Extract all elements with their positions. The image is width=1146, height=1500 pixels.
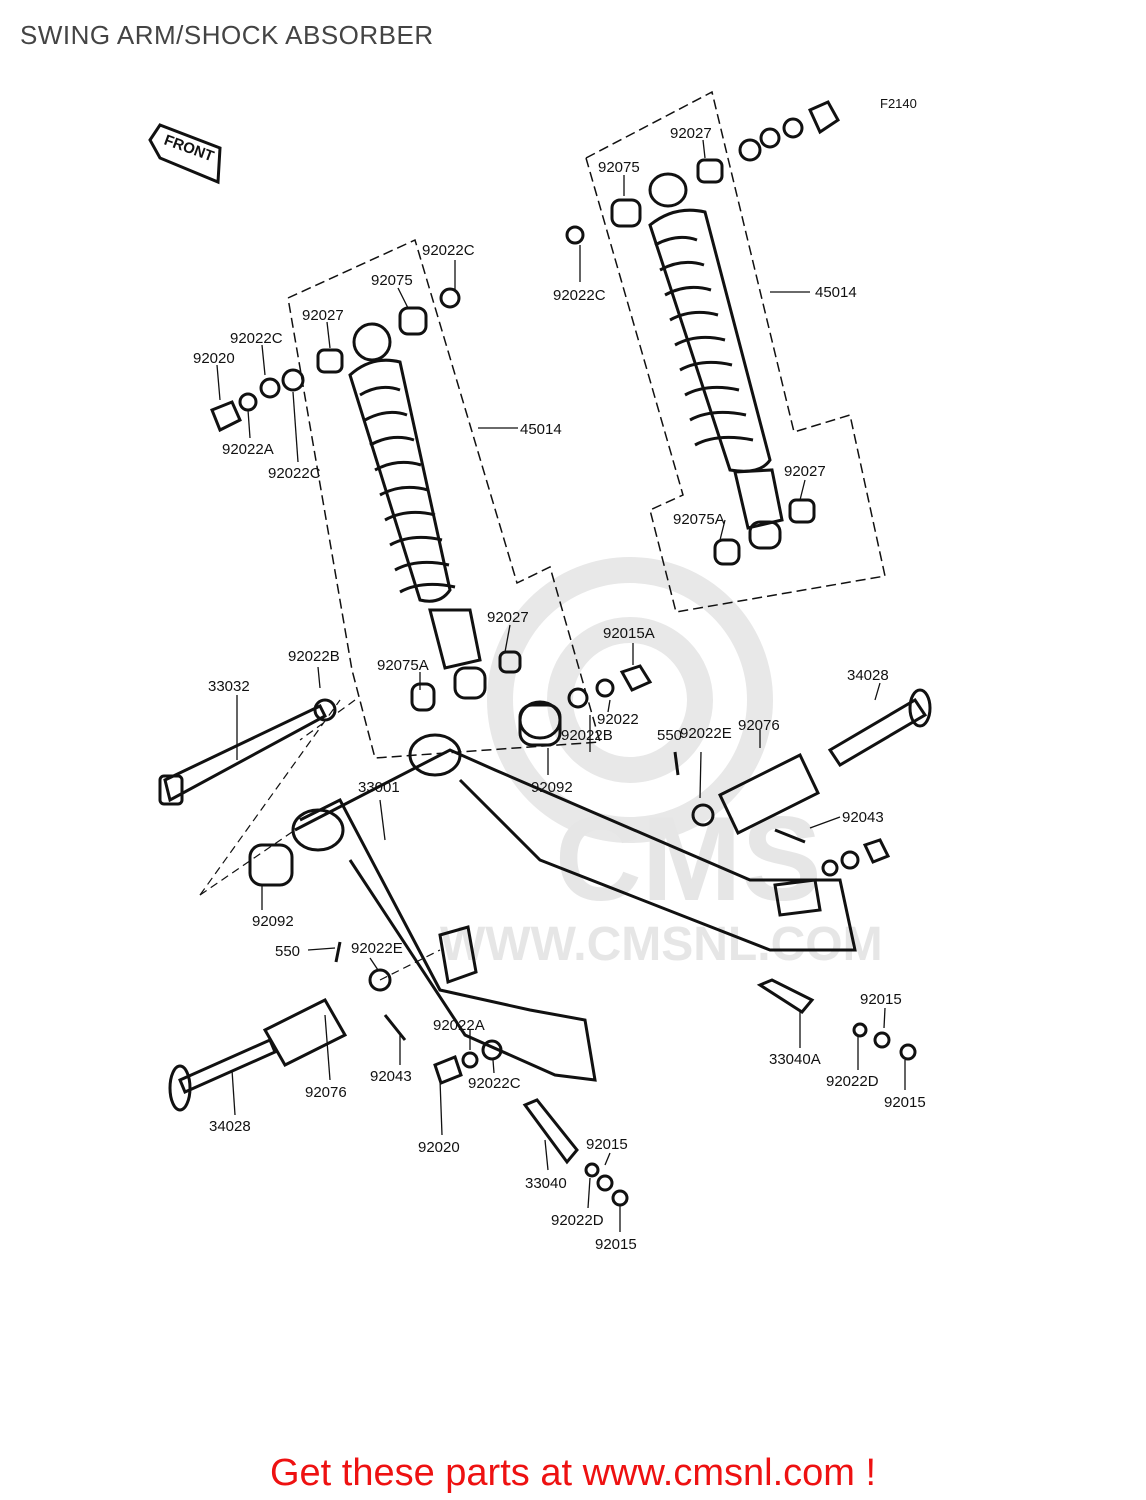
front-arrow-icon <box>148 123 222 185</box>
part-label: 92022E <box>351 940 403 957</box>
right-shock-absorber <box>565 100 840 566</box>
part-label: 92015 <box>586 1136 628 1153</box>
part-label: 34028 <box>847 667 889 684</box>
part-label: 92092 <box>531 779 573 796</box>
part-label: 92027 <box>784 463 826 480</box>
leader-lines <box>216 139 906 1232</box>
part-label: 45014 <box>815 284 857 301</box>
part-label: 92076 <box>305 1084 347 1101</box>
part-label: 92076 <box>738 717 780 734</box>
part-label: 92015 <box>860 991 902 1008</box>
assembly-lines <box>199 699 441 981</box>
part-label: 92015A <box>603 625 655 642</box>
part-label: 45014 <box>520 421 562 438</box>
part-label: 92020 <box>193 350 235 367</box>
part-label: 92022B <box>288 648 340 665</box>
part-label: 92022C <box>230 330 283 347</box>
part-label: 33040 <box>525 1175 567 1192</box>
part-label: 92022C <box>268 465 321 482</box>
part-label: 92075 <box>371 272 413 289</box>
part-label: 92015 <box>595 1236 637 1253</box>
parts-diagram: CMS WWW.CMSNL.COM FRONT F2140 <box>148 90 932 1253</box>
left-shock-boundary <box>287 238 601 759</box>
part-label: 92092 <box>252 913 294 930</box>
part-labels: 92027 92075 92022C 45014 92022C 92075 92… <box>193 125 926 1253</box>
page-title: SWING ARM/SHOCK ABSORBER <box>20 20 434 50</box>
part-label: 92027 <box>302 307 344 324</box>
part-label: 92022C <box>468 1075 521 1092</box>
part-label: 92022B <box>561 727 613 744</box>
right-shock-boundary <box>585 90 886 613</box>
part-label: 92022D <box>551 1212 604 1229</box>
part-label: 92027 <box>487 609 529 626</box>
part-label: 33032 <box>208 678 250 695</box>
part-label: 33040A <box>769 1051 821 1068</box>
part-label: 550 <box>657 727 682 744</box>
footer-link-text[interactable]: Get these parts at www.cmsnl.com ! <box>269 1452 877 1494</box>
part-label: 92015 <box>884 1094 926 1111</box>
part-label: 33001 <box>358 779 400 796</box>
part-label: 550 <box>275 943 300 960</box>
part-label: 92022A <box>433 1017 485 1034</box>
part-label: 92075 <box>598 159 640 176</box>
part-label: 92075A <box>377 657 429 674</box>
part-label: 92075A <box>673 511 725 528</box>
watermark-url: WWW.CMSNL.COM <box>440 918 883 971</box>
left-shock-absorber <box>348 322 522 712</box>
pivot-hardware <box>158 664 932 1112</box>
figure-code: F2140 <box>880 96 917 111</box>
part-label: 92022E <box>680 725 732 742</box>
part-label: 92020 <box>418 1139 460 1156</box>
part-label: 92022A <box>222 441 274 458</box>
part-label: 92027 <box>670 125 712 142</box>
part-label: 92022D <box>826 1073 879 1090</box>
part-label: 92022 <box>597 711 639 728</box>
small-parts <box>334 751 917 1207</box>
part-label: 92022C <box>553 287 606 304</box>
part-label: 92043 <box>842 809 884 826</box>
part-label: 92022C <box>422 242 475 259</box>
swing-arm <box>248 700 857 1082</box>
watermark <box>487 557 773 843</box>
part-label: 92043 <box>370 1068 412 1085</box>
part-label: 34028 <box>209 1118 251 1135</box>
